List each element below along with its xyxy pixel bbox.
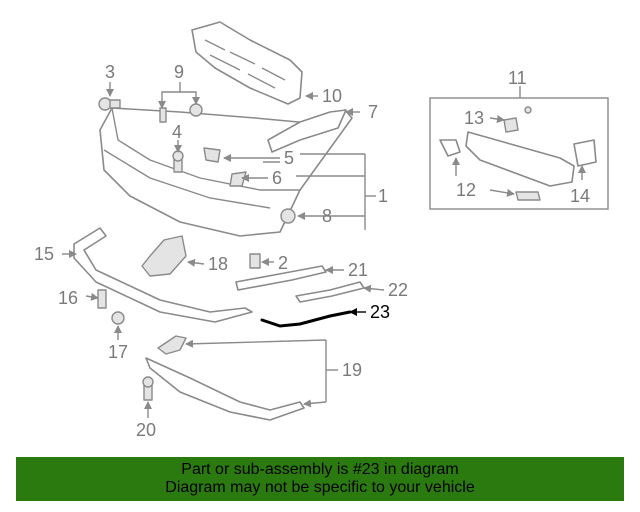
callout-17: 17 <box>108 342 128 362</box>
info-banner: Part or sub-assembly is #23 in diagram D… <box>16 457 624 501</box>
callout-11: 11 <box>508 68 527 88</box>
callout-14: 14 <box>570 186 590 206</box>
trim-strips-drawing <box>235 265 365 303</box>
callout-15: 15 <box>34 244 54 264</box>
parts-diagram: 1 2 3 4 5 6 7 8 9 10 11 12 13 14 15 16 1… <box>34 21 609 440</box>
side-bracket-drawing <box>267 109 347 153</box>
banner-line-2: Diagram may not be specific to your vehi… <box>165 479 475 496</box>
callout-23: 23 <box>370 302 390 322</box>
callout-21: 21 <box>348 260 368 280</box>
callout-22: 22 <box>388 280 408 300</box>
callout-18: 18 <box>208 254 228 274</box>
banner-line-1: Part or sub-assembly is #23 in diagram <box>181 461 459 478</box>
callout-10: 10 <box>322 86 342 106</box>
callout-6: 6 <box>272 168 282 188</box>
callout-3: 3 <box>105 62 115 82</box>
callout-9: 9 <box>174 62 184 82</box>
reinforcement-box <box>429 97 609 210</box>
lower-diffuser-drawing <box>142 335 305 421</box>
energy-absorber-drawing <box>191 21 303 105</box>
callout-12: 12 <box>456 180 476 200</box>
callout-4: 4 <box>172 122 182 142</box>
callout-8: 8 <box>322 206 332 226</box>
leader-lines <box>62 82 586 418</box>
callout-5: 5 <box>284 148 294 168</box>
callout-16: 16 <box>58 288 78 308</box>
fasteners-drawing <box>98 97 296 224</box>
part-23-strip <box>260 310 352 328</box>
callout-13: 13 <box>464 108 484 128</box>
callout-19: 19 <box>342 360 362 380</box>
lower-skirt-drawing <box>73 227 261 325</box>
callout-20: 20 <box>136 420 156 440</box>
callout-1: 1 <box>378 186 388 206</box>
callout-2: 2 <box>278 253 288 273</box>
callout-7: 7 <box>368 102 378 122</box>
